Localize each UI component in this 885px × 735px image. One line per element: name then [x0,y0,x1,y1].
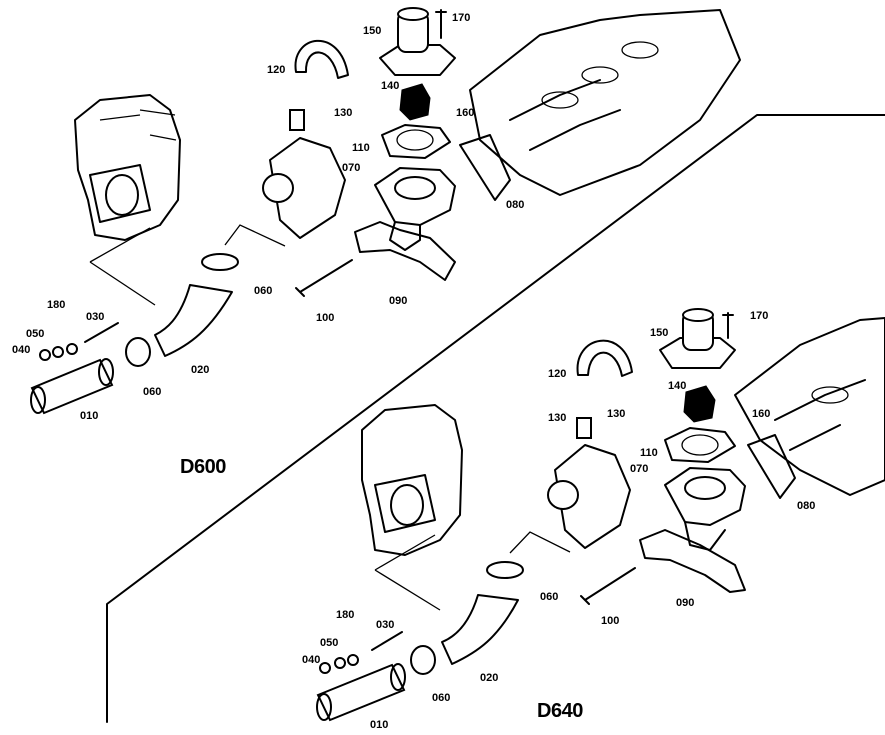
d600-bolt-170 [435,9,447,39]
callout-100: 100 [316,312,335,324]
callout-080: 080 [797,500,816,512]
callout-140: 140 [381,80,400,92]
callout-130: 130 [548,412,567,424]
callout-070: 070 [342,162,361,174]
callout-150: 150 [650,327,669,339]
d600-water-pump [262,109,346,239]
d640-engine-block [361,404,463,556]
callout-030: 030 [86,311,105,323]
d640-bolt-170 [722,312,734,339]
d600-thermostat-140 [399,83,431,121]
callout-030: 030 [376,619,395,631]
d640-thermostat-140 [683,385,716,423]
d600-gasket-080 [459,134,511,201]
model-label-d640: D640 [537,700,583,722]
d600-housing-070 [374,167,456,251]
d600-manifold [469,9,741,196]
callout-040: 040 [302,654,321,666]
d600-outlet-150 [379,7,456,76]
d600-bolt-100 [295,259,353,297]
d640-assembly [316,308,885,722]
callout-180: 180 [336,609,355,621]
callout-070: 070 [630,463,649,475]
view-divider-line [106,114,885,723]
d640-water-pump [547,417,631,549]
callout-050: 050 [320,637,339,649]
callout-060: 060 [143,386,162,398]
callout-160: 160 [752,408,771,420]
callout-170: 170 [452,12,471,24]
d640-bolt-100 [580,567,636,605]
callout-160: 160 [456,107,475,119]
callout-130: 130 [334,107,353,119]
d640-gasket-110 [664,427,736,463]
callout-080: 080 [506,199,525,211]
callout-130: 130 [607,408,626,420]
d640-bracket-090 [639,529,746,593]
d640-manifold [734,317,885,496]
callout-150: 150 [363,25,382,37]
callout-090: 090 [676,597,695,609]
d600-clamp-060 [201,253,239,271]
d600-engine-block [74,94,181,241]
d600-gasket-110 [381,124,451,159]
callout-040: 040 [12,344,31,356]
callout-020: 020 [480,672,499,684]
callout-010: 010 [80,410,99,422]
d600-elbow-020 [154,284,233,357]
d600-assembly [30,7,741,415]
d640-hose-120 [576,339,633,377]
d640-clamp-060 [486,561,524,579]
d640-housing-070 [664,467,746,551]
callout-180: 180 [47,299,66,311]
d600-hose-120 [294,39,349,79]
d600-bracket-090 [354,221,456,281]
d640-gasket-080 [747,434,796,499]
d640-hose-010 [316,663,406,722]
d600-hose-010 [30,358,114,415]
callout-120: 120 [548,368,567,380]
callout-120: 120 [267,64,286,76]
callout-140: 140 [668,380,687,392]
callout-110: 110 [640,447,658,459]
callout-090: 090 [389,295,408,307]
callout-100: 100 [601,615,620,627]
callout-060: 060 [540,591,559,603]
callout-050: 050 [26,328,45,340]
callout-010: 010 [370,719,389,731]
model-label-d600: D600 [180,456,226,478]
callout-060: 060 [254,285,273,297]
d640-elbow-020 [441,594,519,665]
callout-170: 170 [750,310,769,322]
callout-110: 110 [352,142,370,154]
callout-020: 020 [191,364,210,376]
d640-outlet-150 [659,308,736,369]
callout-060: 060 [432,692,451,704]
